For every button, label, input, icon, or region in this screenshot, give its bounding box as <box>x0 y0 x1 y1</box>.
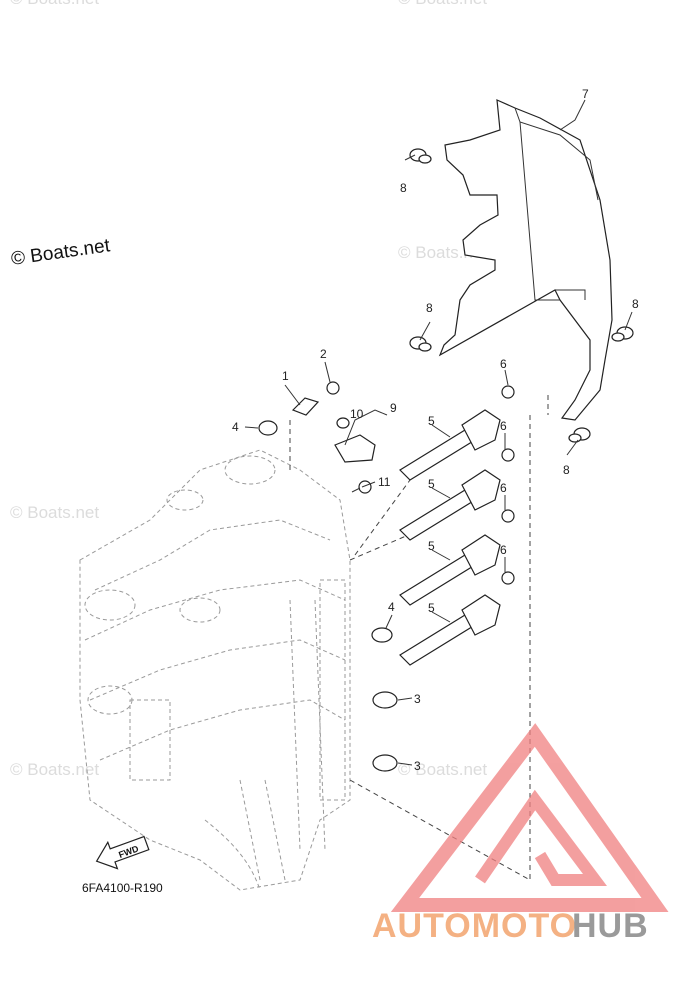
callout-5-d: 5 <box>428 601 435 615</box>
watermark-mid-left: © Boats.net <box>10 503 99 522</box>
bolt-6-d <box>501 571 515 585</box>
callout-10: 10 <box>350 407 364 421</box>
watermark-top-right: © Boats.net <box>398 0 487 8</box>
bolts <box>326 381 515 585</box>
logo-word-hub: HUB <box>572 907 649 945</box>
grommet-8-right <box>611 326 634 342</box>
engine-block <box>79 449 351 891</box>
bolt-6-b <box>501 448 515 462</box>
ignition-coils <box>399 409 501 666</box>
o-ring-10 <box>336 417 350 429</box>
grommet-8-top <box>409 148 432 164</box>
watermark-top-left: © Boats.net <box>10 0 99 8</box>
watermark-bottom-right: © Boats.net <box>398 760 487 779</box>
callout-3-a: 3 <box>414 692 421 706</box>
callout-1: 1 <box>282 369 289 383</box>
engine-cover <box>438 99 613 421</box>
bracket-1 <box>291 397 320 416</box>
callout-11: 11 <box>378 475 391 489</box>
callout-5-b: 5 <box>428 477 435 491</box>
clamp-3-b <box>372 754 398 772</box>
callout-6-d: 6 <box>500 543 507 557</box>
ignition-coil-4 <box>399 594 501 666</box>
callout-9: 9 <box>390 401 397 415</box>
callout-8-d: 8 <box>563 463 570 477</box>
callout-4-b: 4 <box>388 600 395 614</box>
watermarks: © Boats.net © Boats.net © Boats.net © Bo… <box>10 0 487 779</box>
callout-6-b: 6 <box>500 419 507 433</box>
callout-8-c: 8 <box>632 297 639 311</box>
sensor-9 <box>334 417 376 463</box>
automotohub-logo: AUTOMOTO HUB <box>372 723 669 945</box>
bolt-6-a <box>501 385 515 399</box>
clamps <box>258 420 398 772</box>
callout-7: 7 <box>582 87 589 101</box>
ignition-coil-1 <box>399 409 501 481</box>
clamp-4-mid <box>371 627 393 643</box>
callout-2: 2 <box>320 347 327 361</box>
callout-3-b: 3 <box>414 759 421 773</box>
callout-8-a: 8 <box>400 181 407 195</box>
bolt-11 <box>351 480 372 494</box>
watermark-bottom-left: © Boats.net <box>10 760 99 779</box>
callout-numbers: 1 2 3 3 4 4 5 5 5 5 6 6 6 6 7 8 8 8 8 9 … <box>232 87 639 773</box>
callout-6-a: 6 <box>500 357 507 371</box>
callout-8-b: 8 <box>426 301 433 315</box>
leader-lines <box>244 99 633 766</box>
logo-word-automoto: AUTOMOTO <box>372 907 577 945</box>
copyright-label: © Boats.net <box>10 235 112 270</box>
clamp-4-top <box>258 420 278 436</box>
bolt-2 <box>326 381 340 395</box>
fwd-arrow: FWD <box>95 835 150 870</box>
callout-6-c: 6 <box>500 481 507 495</box>
callout-4-a: 4 <box>232 420 239 434</box>
grommet-8-mid <box>409 336 432 352</box>
clamp-3-a <box>372 691 398 709</box>
ignition-coil-3 <box>399 534 501 606</box>
callout-5-c: 5 <box>428 539 435 553</box>
grommet-8-bottom <box>568 427 591 443</box>
ignition-coil-2 <box>399 469 501 541</box>
bolt-6-c <box>501 509 515 523</box>
callout-5-a: 5 <box>428 414 435 428</box>
logo-mark <box>390 723 669 912</box>
diagram-code: 6FA4100-R190 <box>82 881 163 895</box>
